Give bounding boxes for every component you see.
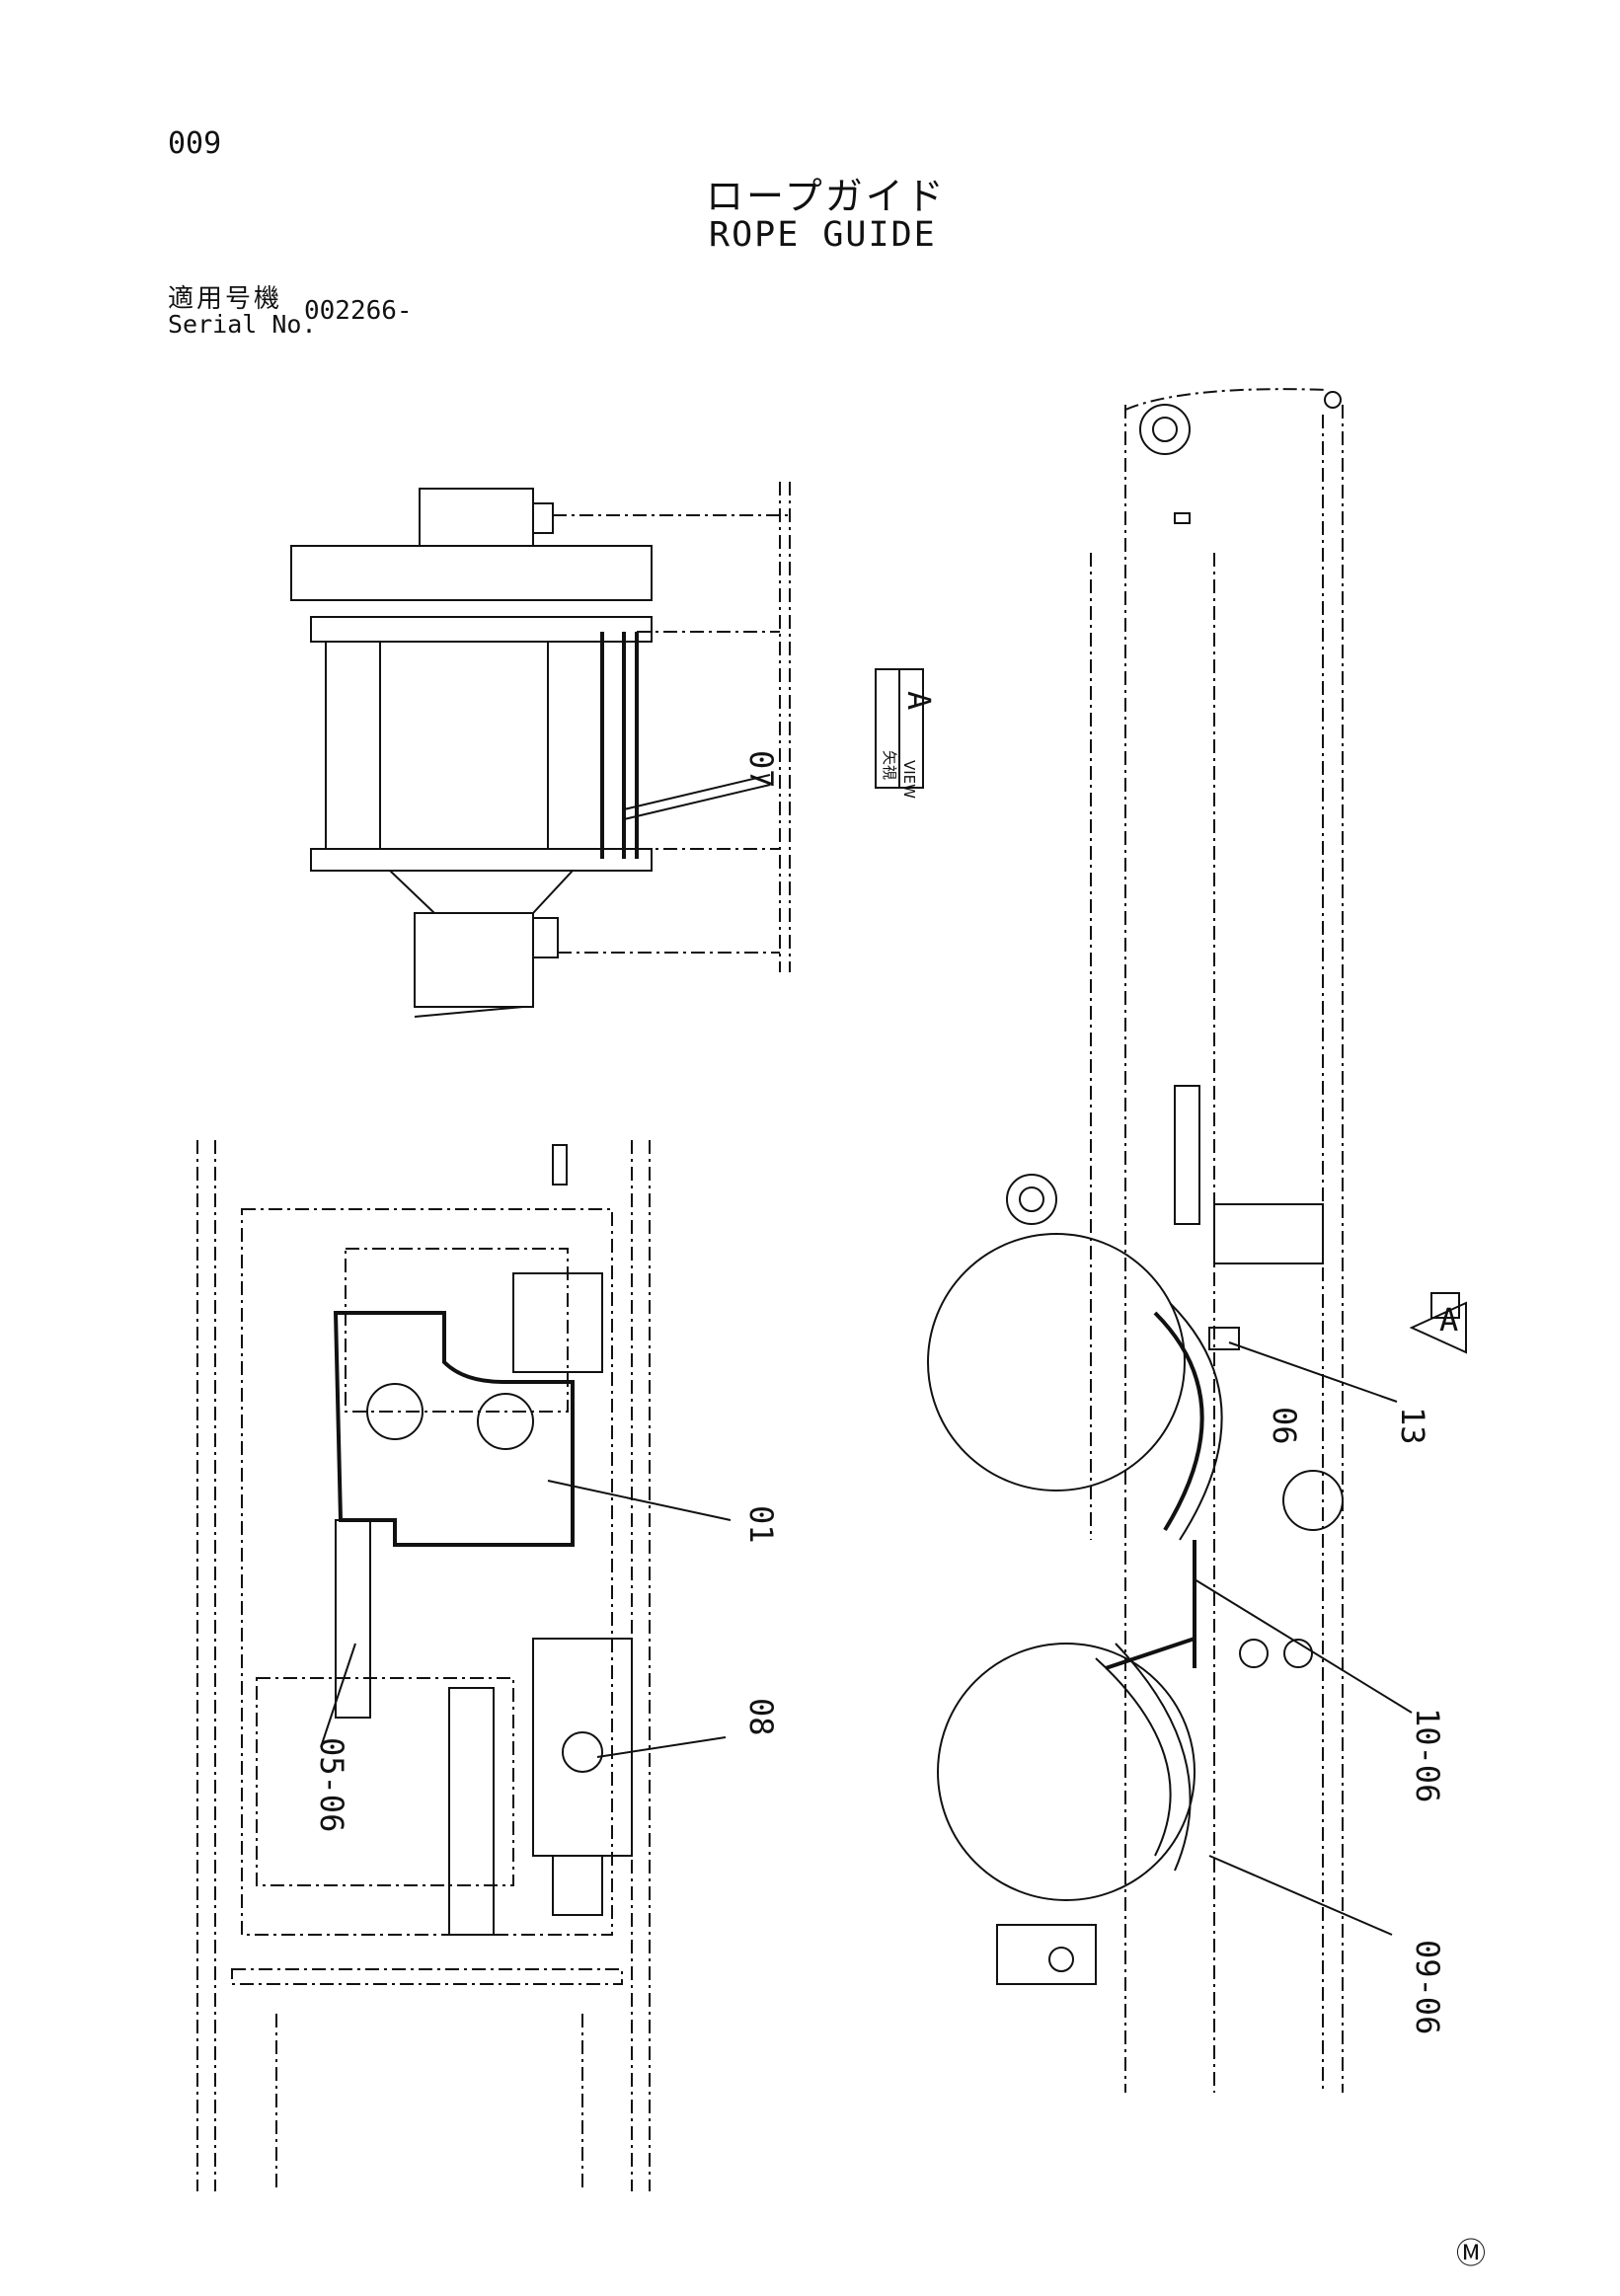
serial-number-value: 002266-: [304, 296, 413, 326]
part-label-06: 06: [1266, 1407, 1303, 1445]
drum-circle-upper: [927, 1233, 1186, 1492]
rope-guide-06-curve: [1153, 1311, 1204, 1532]
page-number: 009: [168, 126, 222, 161]
winch-drum-view: [290, 482, 791, 1018]
rope-guide-08: [532, 1638, 633, 1857]
part-label-08: 08: [742, 1698, 780, 1736]
drum-circle-lower: [937, 1643, 1196, 1901]
view-arrow-icon: [1409, 1301, 1467, 1354]
view-letter: A: [900, 691, 938, 710]
carrier-side-view: [927, 388, 1413, 2093]
view-text-en: VIEW: [900, 760, 918, 799]
serial-label-japanese: 適用号機: [168, 284, 283, 314]
manufacturer-mark-icon: Ⓜ: [1456, 2237, 1486, 2271]
part-label-05-06: 05-06: [313, 1737, 350, 1832]
view-a-arrow: A: [1409, 1292, 1467, 1354]
view-a-label: 矢視 VIEW A: [875, 668, 938, 799]
part-label-09-06: 09-06: [1409, 1940, 1446, 2034]
drum-body: [325, 641, 603, 850]
reduction-gearbox: [414, 912, 534, 1008]
view-text-jp: 矢視: [881, 750, 898, 780]
serial-label-english: Serial No.: [168, 310, 317, 339]
part-label-01: 01: [742, 1505, 780, 1544]
part-label-10-06: 10-06: [1409, 1708, 1446, 1802]
drum-gear-housing: [387, 870, 576, 914]
rope-guide-link: [623, 774, 771, 810]
winch-top-flange: [290, 545, 653, 601]
title-japanese: ロープガイド: [706, 175, 947, 218]
winch-top-motor: [419, 488, 534, 547]
part-label-13: 13: [1394, 1407, 1431, 1445]
arrow-letter: A: [1439, 1301, 1458, 1339]
winch-top-fitting: [532, 502, 554, 534]
rope-guide-plate-01: [333, 1311, 575, 1547]
part-label-07: 07: [742, 750, 780, 789]
rope-guide-05-06: [335, 1519, 371, 1719]
frame-plan-view: [196, 1140, 732, 2191]
title-english: ROPE GUIDE: [709, 215, 937, 255]
